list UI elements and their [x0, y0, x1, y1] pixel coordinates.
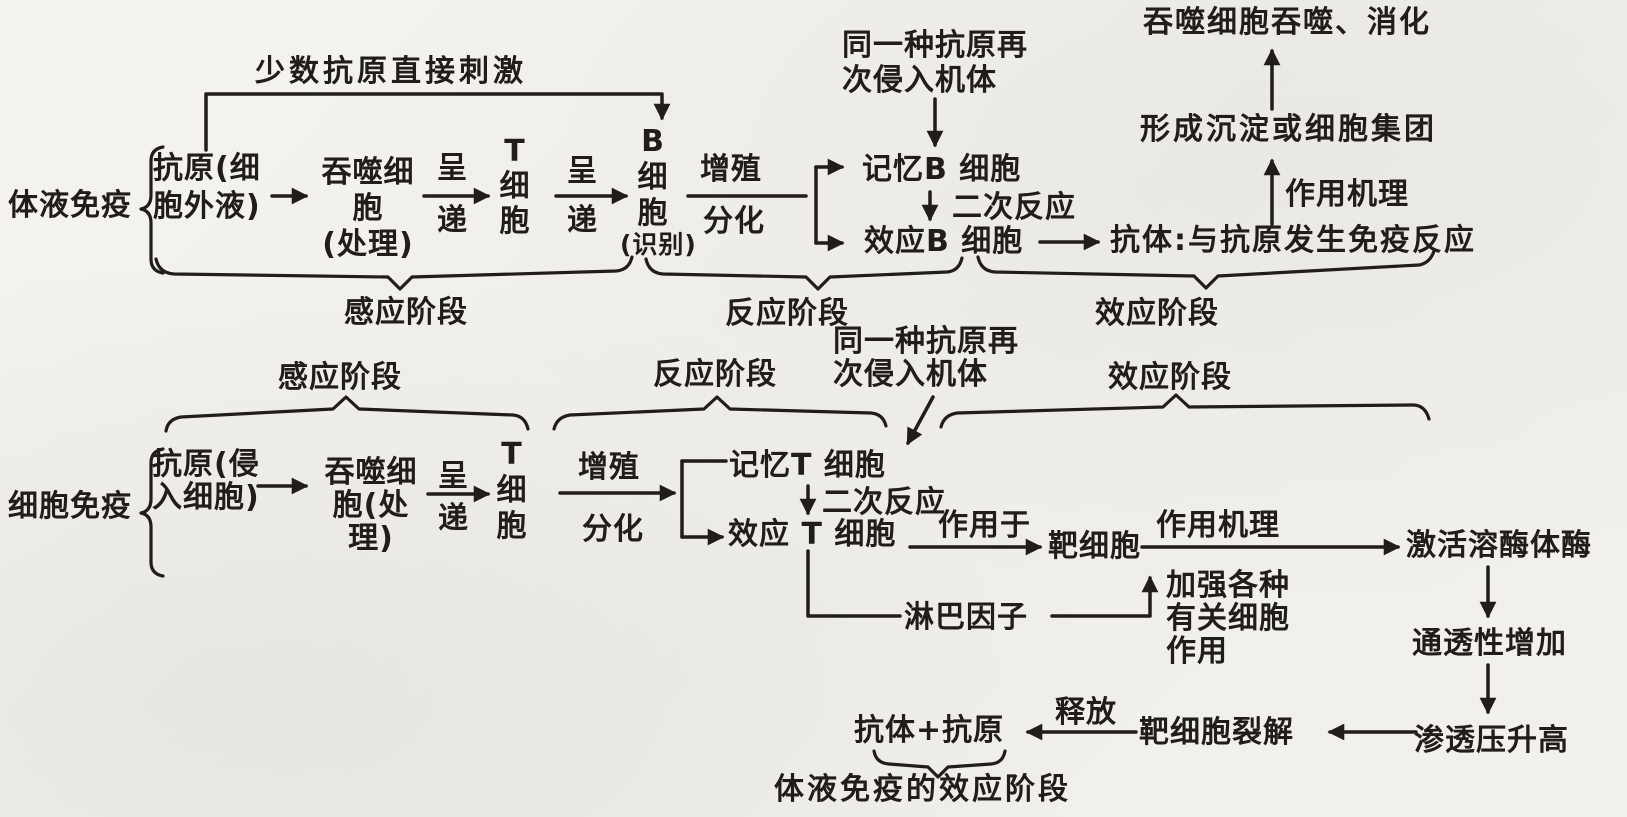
underbrace-reaction-1 [644, 256, 964, 291]
line-effectort-to-lymphokine [806, 549, 902, 618]
present-1-top: 呈 [437, 151, 468, 186]
arrow-reinvade-to-memoryt [906, 395, 935, 446]
cellular-braces [139, 393, 1431, 779]
overbrace-reaction-2 [552, 395, 888, 431]
humoral-braces [139, 145, 1436, 291]
strengthen-label: 加强各种 有关细胞 作用 [1166, 568, 1290, 669]
stage1-induction: 感应阶段 [344, 295, 468, 330]
node-b-cell: B细胞 [637, 124, 669, 231]
left-brace-humoral [139, 145, 165, 275]
arrow-lymphokine-to-target [1050, 575, 1159, 618]
present-1-bottom: 递 [437, 203, 468, 238]
node-activate-lysosome: 激活溶酶体酶 [1406, 528, 1592, 563]
secondary-response-2: 二次反应 [822, 485, 946, 520]
node-permeability: 通透性增加 [1412, 626, 1567, 661]
left-brace-cellular [139, 447, 165, 578]
overbrace-effect-2 [939, 393, 1431, 429]
node-target-cell: 靶细胞 [1048, 529, 1141, 564]
node-t-cell-1: T细胞 [499, 134, 531, 239]
b-cell-note: (识别) [620, 230, 697, 259]
present-3-bottom: 递 [438, 501, 469, 536]
antigen-reinvade-top: 同一种抗原再 次侵入机体 [842, 28, 1028, 98]
node-phagocyte-2: 吞噬细 胞(处理) [324, 455, 418, 556]
underbrace-antibody-antigen [872, 749, 1007, 779]
node-target-lysis: 靶细胞裂解 [1139, 715, 1294, 750]
overbrace-induction-2 [164, 395, 530, 433]
node-precipitate: 形成沉淀或细胞集团 [1140, 112, 1437, 147]
node-memory-t: 记忆T 细胞 [729, 448, 886, 483]
node-antibody: 抗体:与抗原发生免疫反应 [1110, 223, 1476, 258]
node-phagocyte-1: 吞噬细胞 (处理) [321, 155, 415, 262]
node-memory-b: 记忆B 细胞 [862, 152, 1022, 187]
mechanism-2: 作用机理 [1156, 508, 1280, 543]
proliferate-1: 增殖 [700, 152, 762, 187]
node-osmotic-pressure: 渗透压升高 [1414, 723, 1569, 758]
present-2-top: 呈 [567, 154, 598, 189]
present-2-bottom: 递 [567, 203, 598, 238]
humoral-connectors [204, 48, 1281, 252]
line-direct-stimulus [204, 92, 671, 152]
stage1-effect: 效应阶段 [1095, 296, 1219, 331]
node-effector-b: 效应B 细胞 [864, 224, 1024, 259]
humoral-effect-stage-label: 体液免疫的效应阶段 [774, 772, 1071, 807]
node-antigen-intracellular: 抗原(侵 入细胞) [152, 447, 260, 515]
differentiate-2: 分化 [582, 512, 644, 547]
cellular-row-label: 细胞免疫 [8, 489, 132, 524]
node-antibody-antigen: 抗体+抗原 [854, 713, 1005, 748]
act-on-label: 作用于 [938, 508, 1031, 543]
node-effector-t: 效应 T 细胞 [728, 517, 897, 552]
antigen-reinvade-bottom: 同一种抗原再 次侵入机体 [833, 324, 1019, 392]
underbrace-effect-1 [976, 249, 1436, 290]
direct-stimulus-label: 少数抗原直接刺激 [255, 54, 527, 89]
secondary-response-1: 二次反应 [952, 190, 1076, 225]
stage1-reaction: 反应阶段 [725, 296, 849, 331]
stage2-reaction: 反应阶段 [653, 357, 777, 392]
proliferate-2: 增殖 [578, 450, 640, 485]
node-lymphokine: 淋巴因子 [904, 600, 1028, 635]
humoral-row-label: 体液免疫 [8, 188, 132, 223]
differentiate-1: 分化 [703, 204, 765, 239]
stage2-induction: 感应阶段 [278, 360, 402, 395]
underbrace-induction-1 [154, 255, 634, 291]
stage2-effect: 效应阶段 [1108, 360, 1232, 395]
mechanism-1: 作用机理 [1285, 177, 1409, 212]
release-label: 释放 [1055, 695, 1117, 730]
present-3-top: 呈 [438, 459, 469, 494]
cellular-connectors [256, 395, 1497, 741]
node-antigen-extracellular: 抗原(细 胞外液) [153, 151, 261, 224]
node-digest: 吞噬细胞吞噬、消化 [1143, 5, 1431, 40]
node-t-cell-2: T细胞 [496, 437, 528, 544]
